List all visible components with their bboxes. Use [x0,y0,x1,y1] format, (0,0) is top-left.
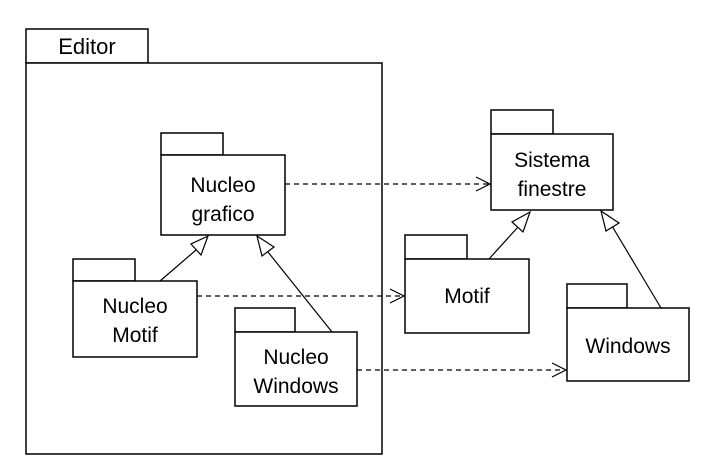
generalization-motif-to-sistema-finestre [488,210,532,260]
package-nucleo-motif-label-line1: Nucleo [102,295,167,318]
package-nucleo-motif[interactable]: Nucleo Motif [72,258,198,358]
package-motif-body [404,258,530,334]
generalization-line [611,225,662,309]
package-nucleo-motif-body [72,280,198,358]
package-sistema-finestre-label-line1: Sistema [514,149,590,172]
package-windows-label: Windows [585,335,670,358]
package-sistema-finestre-label-line2: finestre [518,178,587,201]
package-nucleo-windows-label-line1: Nucleo [263,346,328,369]
generalization-line [488,226,519,260]
package-editor-tab [25,28,149,64]
dependency-nucleo-windows-to-windows [357,362,568,378]
generalization-line [159,249,197,282]
package-nucleo-windows-label-line2: Windows [253,375,338,398]
generalization-arrowhead [600,209,621,232]
dependency-nucleo-motif-to-motif [197,288,406,304]
generalization-nucleo-motif-to-nucleo-grafico [159,234,210,282]
generalization-arrowhead [190,234,210,257]
package-nucleo-grafico-label-line1: Nucleo [190,174,255,197]
package-nucleo-windows[interactable]: Nucleo Windows [234,307,358,407]
package-nucleo-motif-tab [72,258,136,282]
package-sistema-finestre-body [490,133,614,211]
generalization-arrowhead [510,210,532,234]
package-nucleo-windows-body [234,331,358,407]
package-motif-label: Motif [444,285,490,308]
generalization-windows-to-sistema-finestre [600,209,662,309]
package-nucleo-grafico-tab [160,132,224,156]
package-windows[interactable]: Windows [566,283,690,382]
dependency-nucleo-grafico-to-sistema-finestre [285,176,492,192]
package-nucleo-grafico[interactable]: Nucleo grafico [160,132,286,236]
package-editor-title: Editor [58,34,115,59]
package-motif-tab [404,234,468,260]
package-windows-body [566,307,690,382]
package-sistema-finestre-tab [490,109,554,135]
package-nucleo-windows-tab [234,307,296,333]
dependency-arrowhead [475,176,492,192]
package-motif[interactable]: Motif [404,234,530,334]
generalization-nucleo-windows-to-nucleo-grafico [256,234,333,333]
package-nucleo-grafico-body [160,154,286,236]
dependency-arrowhead [551,362,568,378]
package-nucleo-grafico-label-line2: grafico [191,203,254,226]
dependency-arrowhead [389,288,406,304]
package-sistema-finestre[interactable]: Sistema finestre [490,109,614,211]
package-nucleo-motif-label-line2: Motif [112,324,158,347]
generalization-arrowhead [256,234,276,258]
package-windows-tab [566,283,628,309]
generalization-line [267,251,333,333]
